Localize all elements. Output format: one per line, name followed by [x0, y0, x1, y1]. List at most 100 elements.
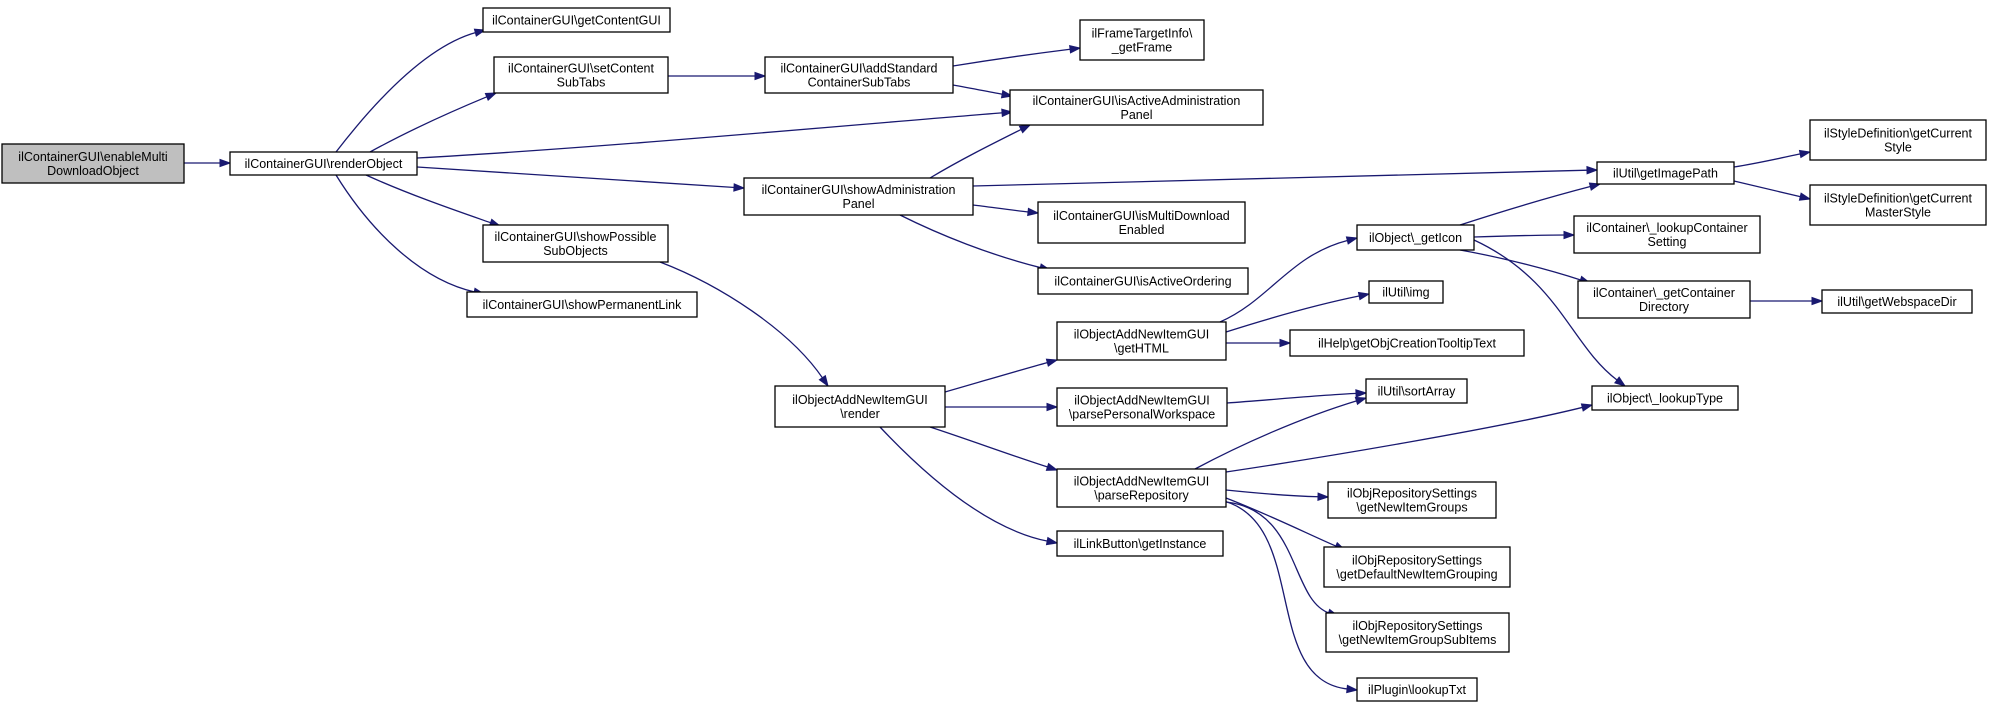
- node-lookupType[interactable]: ilObject\_lookupType: [1591, 385, 1739, 411]
- node-isActiveAdministrationPanel[interactable]: ilContainerGUI\isActiveAdministrationPan…: [1009, 89, 1264, 126]
- edge-arrowhead: [1279, 338, 1292, 348]
- node-box: [1356, 677, 1478, 702]
- node-showPermanentLink[interactable]: ilContainerGUI\showPermanentLink: [466, 291, 698, 318]
- node-label-line: ilContainerGUI\enableMulti: [18, 150, 167, 164]
- node-parseRepository[interactable]: ilObjectAddNewItemGUI\parseRepository: [1056, 468, 1227, 508]
- edge-line: [879, 426, 1049, 542]
- node-getImagePath[interactable]: ilUtil\getImagePath: [1596, 161, 1735, 185]
- edge-line: [1459, 185, 1592, 226]
- edge-getHTML-to-img: [1225, 291, 1371, 333]
- node-label-line: ilFrameTargetInfo\: [1092, 27, 1193, 41]
- node-isActiveOrdering[interactable]: ilContainerGUI\isActiveOrdering: [1037, 267, 1249, 295]
- edge-line: [1225, 501, 1330, 614]
- edge-arrowhead: [1354, 396, 1368, 406]
- node-label-line: ilContainerGUI\getContentGUI: [492, 14, 661, 28]
- node-label-line: ilContainer\_getContainer: [1593, 286, 1735, 300]
- call-graph-nodes: ilContainerGUI\enableMultiDownloadObject…: [1, 7, 1987, 702]
- edge-arrowhead: [818, 374, 829, 388]
- edge-arrowhead: [1045, 462, 1059, 471]
- edge-addStandardContainerSubTabs-to-getFrame: [952, 45, 1082, 67]
- node-sortArray[interactable]: ilUtil\sortArray: [1365, 378, 1468, 404]
- node-lookupTxt[interactable]: ilPlugin\lookupTxt: [1356, 677, 1478, 702]
- edge-line: [1225, 489, 1320, 498]
- edge-line: [1733, 153, 1802, 168]
- node-box: [1289, 329, 1525, 357]
- node-box: [466, 291, 698, 318]
- edge-showAdministrationPanel-to-isMultiDownloadEnabled: [972, 204, 1040, 217]
- node-label-line: \render: [840, 407, 880, 421]
- node-addStandardContainerSubTabs[interactable]: ilContainerGUI\addStandardContainerSubTa…: [764, 56, 954, 94]
- node-box: [1821, 289, 1973, 314]
- node-label-line: ilContainerGUI\renderObject: [245, 157, 403, 171]
- node-getInstance[interactable]: ilLinkButton\getInstance: [1056, 530, 1224, 557]
- node-label-line: MasterStyle: [1865, 206, 1931, 220]
- edge-arrowhead: [1069, 45, 1082, 54]
- node-getIcon[interactable]: ilObject\_getIcon: [1356, 224, 1475, 251]
- node-getNewItemGroupSubItems[interactable]: ilObjRepositorySettings\getNewItemGroupS…: [1325, 612, 1510, 653]
- edge-line: [659, 261, 824, 379]
- node-box: [1, 143, 185, 184]
- node-label-line: DownloadObject: [47, 164, 139, 178]
- edge-line: [416, 166, 736, 189]
- call-graph-edges: [184, 28, 1824, 694]
- node-parsePersonalWorkspace[interactable]: ilObjectAddNewItemGUI\parsePersonalWorks…: [1056, 387, 1228, 427]
- node-renderObject[interactable]: ilContainerGUI\renderObject: [229, 151, 418, 176]
- node-render[interactable]: ilObjectAddNewItemGUI\render: [774, 385, 946, 428]
- node-box: [1809, 119, 1987, 161]
- edge-renderObject-to-isActiveAdministrationPanel: [416, 108, 1014, 159]
- node-box: [1056, 387, 1228, 427]
- node-label-line: ilObjRepositorySettings: [1347, 487, 1477, 501]
- node-getWebspaceDir[interactable]: ilUtil\getWebspaceDir: [1821, 289, 1973, 314]
- node-label-line: ilContainerGUI\showPermanentLink: [483, 298, 682, 312]
- node-getDefaultNewItemGrouping[interactable]: ilObjRepositorySettings\getDefaultNewIte…: [1323, 546, 1511, 588]
- node-box: [1356, 224, 1475, 251]
- edge-arrowhead: [1563, 230, 1576, 240]
- edge-getImagePath-to-getCurrentStyle: [1733, 149, 1812, 168]
- node-label-line: ilObjRepositorySettings: [1353, 619, 1483, 633]
- node-label-line: ilUtil\sortArray: [1378, 385, 1457, 399]
- edge-line: [1473, 234, 1566, 238]
- node-getHTML[interactable]: ilObjectAddNewItemGUI\getHTML: [1056, 321, 1227, 361]
- node-getContentGUI[interactable]: ilContainerGUI\getContentGUI: [482, 7, 671, 33]
- edge-line: [952, 84, 1004, 96]
- node-img[interactable]: ilUtil\img: [1368, 280, 1444, 304]
- node-label-line: ilStyleDefinition\getCurrent: [1824, 192, 1973, 206]
- node-label-line: ilContainerGUI\isActiveAdministration: [1033, 94, 1241, 108]
- node-box: [1573, 215, 1761, 254]
- edge-showAdministrationPanel-to-isActiveOrdering: [899, 214, 1052, 272]
- edge-arrowhead: [1046, 402, 1059, 412]
- node-label-line: \getDefaultNewItemGrouping: [1336, 568, 1497, 582]
- edge-parseRepository-to-sortArray: [1194, 396, 1368, 470]
- edge-line: [1225, 406, 1584, 473]
- edge-arrowhead: [733, 183, 746, 192]
- edge-arrowhead: [1586, 165, 1599, 175]
- node-label-line: ilContainerGUI\addStandard: [780, 62, 937, 76]
- edge-line: [929, 128, 1023, 179]
- node-label-line: \getNewItemGroupSubItems: [1339, 633, 1497, 647]
- edge-line: [972, 204, 1030, 213]
- node-box: [1079, 19, 1205, 61]
- node-getObjCreationTooltipText[interactable]: ilHelp\getObjCreationTooltipText: [1289, 329, 1525, 357]
- node-getNewItemGroups[interactable]: ilObjRepositorySettings\getNewItemGroups: [1327, 481, 1497, 519]
- node-box: [1056, 530, 1224, 557]
- edge-arrowhead: [1588, 182, 1602, 191]
- node-label-line: SubTabs: [557, 76, 606, 90]
- edge-arrowhead: [1357, 291, 1371, 301]
- node-label-line: ilObjectAddNewItemGUI: [1074, 475, 1209, 489]
- edge-arrowhead: [1580, 403, 1594, 412]
- edge-arrowhead: [1317, 492, 1330, 502]
- node-label-line: Style: [1884, 141, 1912, 155]
- edge-root-to-renderObject: [184, 158, 232, 168]
- node-label-line: ilUtil\getWebspaceDir: [1837, 295, 1956, 309]
- node-getFrame[interactable]: ilFrameTargetInfo\_getFrame: [1079, 19, 1205, 61]
